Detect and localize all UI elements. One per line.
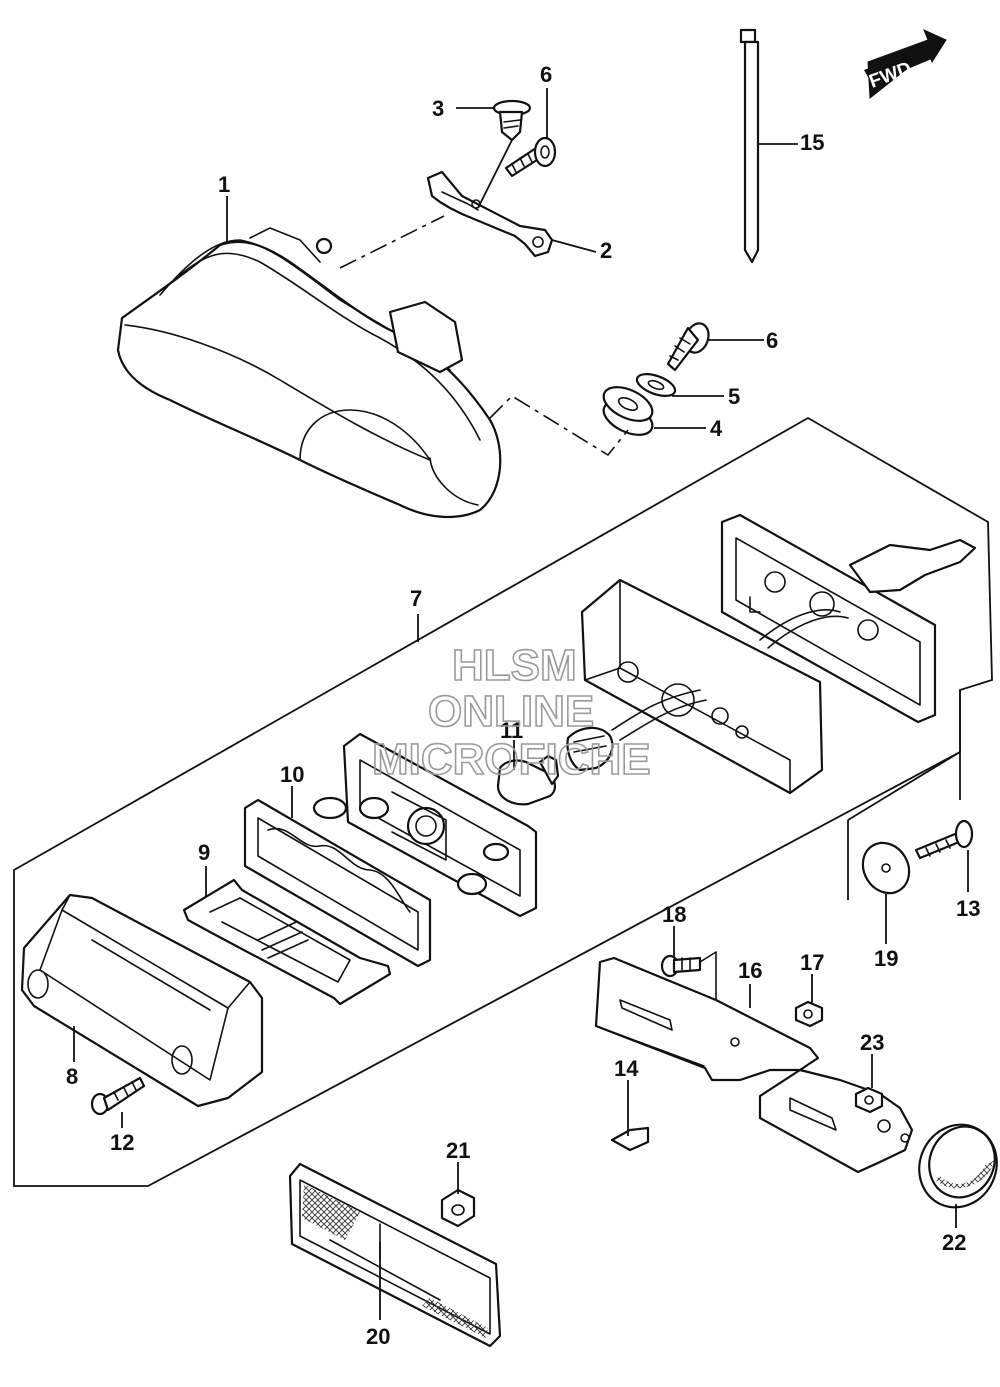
screw-part-18	[660, 954, 702, 978]
lens-part-8	[20, 893, 264, 1108]
callout-11: 11	[500, 718, 523, 743]
callout-7: 7	[410, 586, 422, 611]
cable-tie-part	[739, 28, 760, 264]
gasket-part-10	[243, 798, 432, 968]
lamp-base-part	[720, 513, 977, 724]
tail-light-housing-part	[116, 227, 502, 518]
callout-10: 10	[280, 762, 304, 787]
watermark: HLSM ONLINE MICROFICHE	[371, 640, 651, 785]
watermark-line-2: ONLINE	[428, 687, 594, 736]
rect-reflector-part-20	[288, 1162, 502, 1348]
callout-5: 5	[728, 384, 740, 409]
callout-8: 8	[66, 1064, 78, 1089]
callout-20: 20	[366, 1324, 390, 1349]
callout-2: 2	[600, 238, 612, 263]
reflector-unit-part	[312, 732, 538, 918]
bulb-part-11	[496, 726, 614, 806]
clip-part-14	[610, 1126, 650, 1152]
callout-22: 22	[942, 1230, 966, 1255]
callout-18: 18	[662, 902, 686, 927]
callout-21: 21	[446, 1138, 470, 1163]
callout-14: 14	[614, 1056, 639, 1081]
washer-part-5	[635, 373, 677, 397]
screw-part-12	[90, 1076, 146, 1116]
callout-16: 16	[738, 958, 762, 983]
fwd-arrow-icon: FWD	[864, 29, 947, 99]
screw-part-6-lower	[666, 322, 710, 372]
callout-12: 12	[110, 1130, 134, 1155]
callout-1: 1	[218, 172, 230, 197]
callout-13: 13	[956, 896, 980, 921]
callout-17: 17	[800, 950, 824, 975]
callout-6-lower: 6	[766, 328, 778, 353]
screw-part-3	[492, 99, 532, 142]
callout-3: 3	[432, 96, 444, 121]
bracket-part	[426, 170, 554, 258]
washer-part-19	[861, 841, 911, 895]
callout-19: 19	[874, 946, 898, 971]
nut-part-23	[854, 1086, 884, 1114]
callout-6-upper: 6	[540, 62, 552, 87]
callout-9: 9	[198, 840, 210, 865]
screw-part-6-upper	[504, 136, 557, 178]
nut-part-17	[794, 1000, 824, 1028]
screw-part-13	[914, 819, 974, 860]
lamp-socket-housing-part	[580, 578, 824, 795]
watermark-line-1: HLSM	[452, 641, 577, 690]
callout-15: 15	[800, 130, 824, 155]
watermark-line-3: MICROFICHE	[372, 735, 651, 784]
callout-4: 4	[710, 416, 723, 441]
grommet-part-4	[602, 386, 654, 436]
round-reflector-part-22	[918, 1123, 998, 1209]
cover-part-9	[182, 878, 392, 1006]
callout-23: 23	[860, 1030, 884, 1055]
nut-part-21	[440, 1188, 476, 1228]
